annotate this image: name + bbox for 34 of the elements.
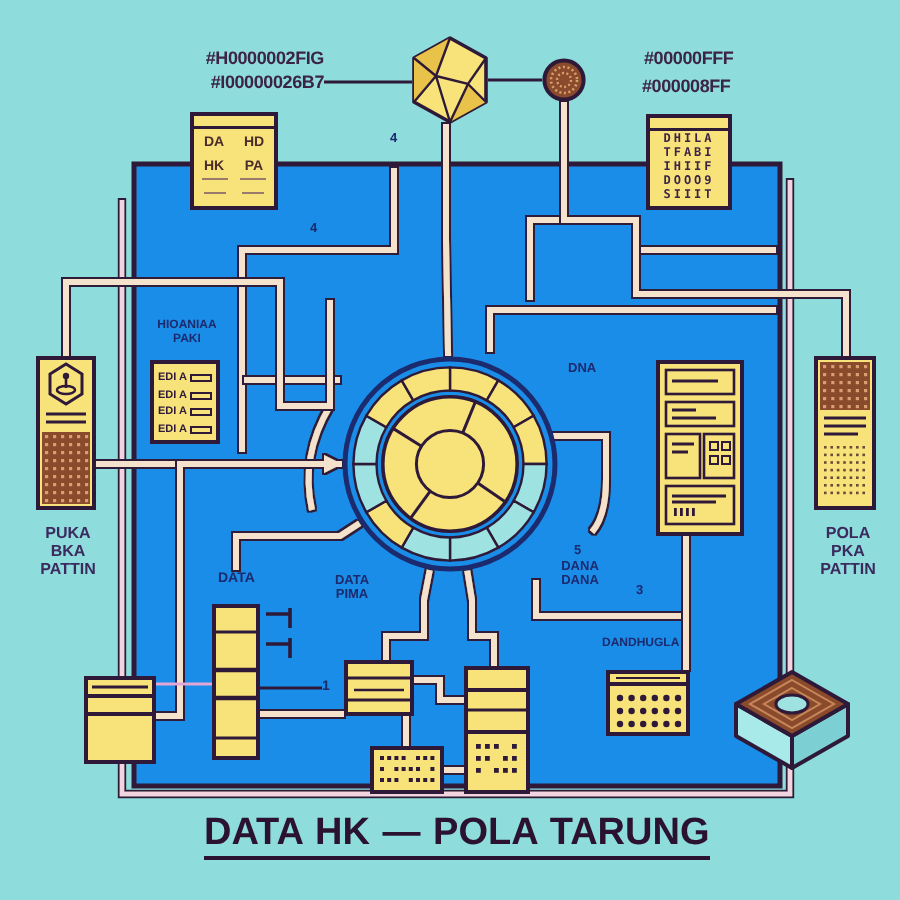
device-caption: PUKA BKA PATTIN <box>38 524 98 580</box>
wheel-diagram <box>342 356 558 572</box>
info-card <box>646 114 732 210</box>
card-box <box>84 676 156 764</box>
gem-icon <box>412 36 488 124</box>
form-panel <box>656 360 744 536</box>
stacked-block <box>464 666 530 794</box>
dotted-box <box>370 746 444 794</box>
connector-line <box>561 102 849 356</box>
connector-line <box>464 570 497 666</box>
hex-code-text: #I00000026B7 <box>208 70 324 94</box>
info-card <box>190 112 278 210</box>
connector-line <box>260 711 344 717</box>
arrow <box>156 455 342 719</box>
card-box <box>344 660 414 716</box>
connector-line <box>324 80 412 84</box>
connector-line <box>383 569 433 660</box>
connector-line <box>63 279 333 409</box>
dotted-disc-icon <box>542 58 586 102</box>
connector-line <box>233 520 362 570</box>
connector-line <box>414 677 464 703</box>
connector-line <box>444 767 464 773</box>
connector-line <box>403 716 409 746</box>
hex-code-text: #00000FFF <box>644 46 734 70</box>
hex-code-text: #H0000002FIG <box>203 46 324 70</box>
connector-line <box>443 124 452 357</box>
diagram-title: DATA HK — POLA TARUNG <box>204 810 710 860</box>
device-caption: POLA PKA PATTIN <box>818 524 878 580</box>
stacked-block <box>212 604 260 760</box>
connector-line <box>488 78 542 82</box>
connector-line <box>260 686 322 690</box>
connector-line <box>156 682 212 686</box>
hex-code-text: #000008FF <box>642 74 731 98</box>
connector-line <box>683 536 689 670</box>
